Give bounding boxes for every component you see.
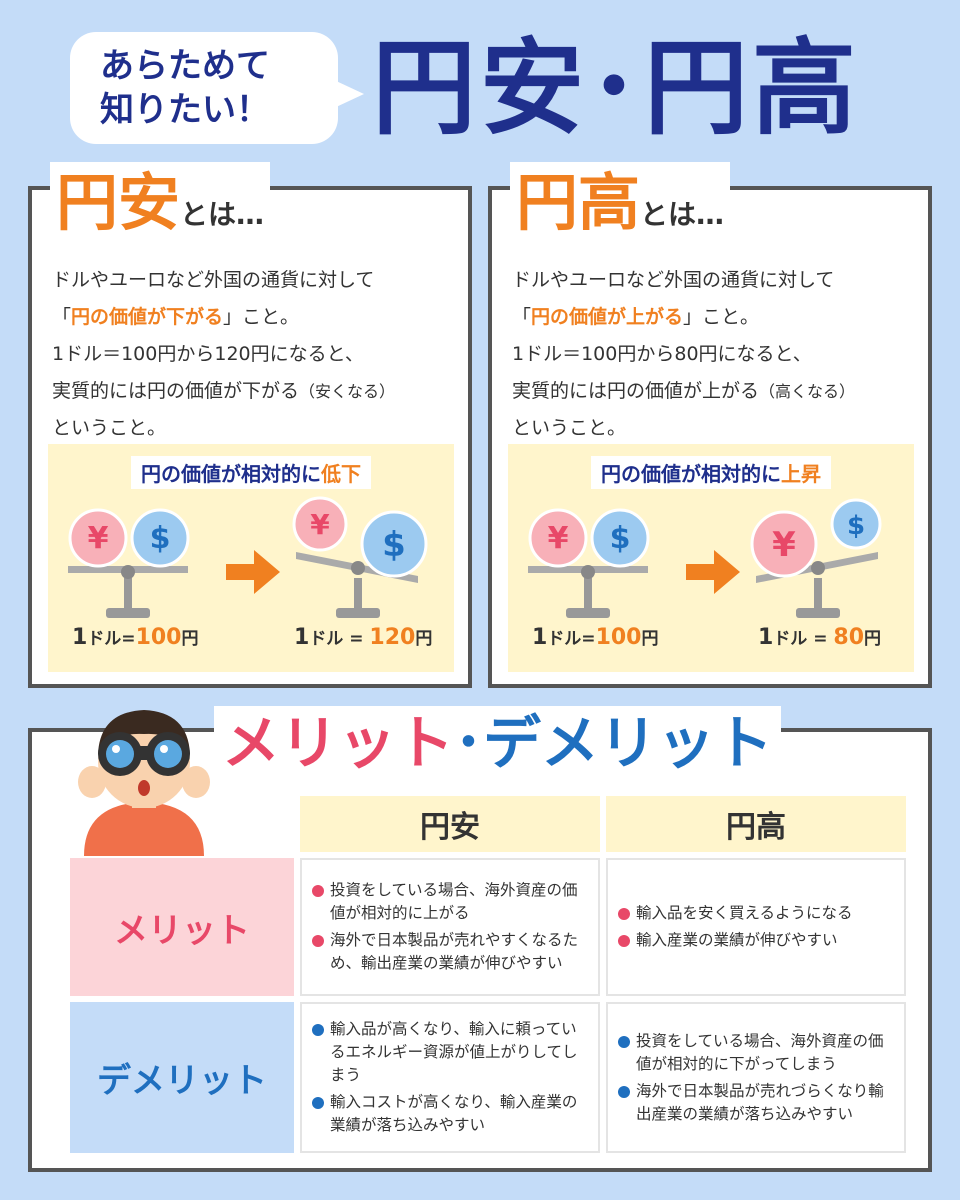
svg-text:$: $: [150, 521, 171, 556]
merits-section: メリット･デメリット 円安 円高 メリット 投資をしている場合、海外資産の価値が…: [28, 706, 932, 1172]
list-item: 輸入品を安く買えるようになる: [616, 902, 896, 925]
svg-text:$: $: [610, 521, 631, 556]
list-item: 海外で日本製品が売れやすくなるため、輸出産業の業績が伸びやすい: [310, 929, 590, 975]
column-header-yen-strong: 円高: [606, 796, 906, 852]
table-cell: 投資をしている場合、海外資産の価値が相対的に上がる 海外で日本製品が売れやすくな…: [300, 858, 600, 996]
table-cell: 輸入品を安く買えるようになる 輸入産業の業績が伸びやすい: [606, 858, 906, 996]
illustration-caption: 円の価値が相対的に上昇: [591, 456, 831, 489]
table-cell: 投資をしている場合、海外資産の価値が相対的に下がってしまう 海外で日本製品が売れ…: [606, 1002, 906, 1153]
illustration-caption: 円の価値が相対的に低下: [131, 456, 371, 489]
merits-table: 円安 円高 メリット 投資をしている場合、海外資産の価値が相対的に上がる 海外で…: [64, 790, 912, 1159]
rate-before: 1ドル=100円: [72, 625, 199, 650]
boy-with-binoculars-illustration: [78, 710, 210, 856]
list-item: 輸入産業の業績が伸びやすい: [616, 929, 896, 952]
svg-text:¥: ¥: [548, 521, 569, 556]
speech-bubble: あらためて 知りたい！: [70, 32, 364, 144]
yen-weak-illustration: ¥ $ ¥ $ 円の価値が相対的に低下 1ドル=100円 1ドル = 120円: [48, 444, 454, 672]
arrow-right-icon: [686, 550, 740, 594]
merits-title: メリット･デメリット: [214, 706, 782, 780]
svg-text:$: $: [382, 525, 406, 565]
arrow-right-icon: [226, 550, 280, 594]
row-header-demerit: デメリット: [70, 1002, 294, 1153]
list-item: 輸入コストが高くなり、輸入産業の業績が落ち込みやすい: [310, 1091, 590, 1137]
rate-after: 1ドル = 120円: [294, 625, 433, 650]
page-title: 円安･円高: [372, 27, 861, 149]
balance-scale-icon: ¥ $: [528, 508, 650, 618]
balance-scale-illustration: ¥ $ ¥ $: [68, 496, 428, 618]
bubble-line-2: 知りたい！: [100, 90, 270, 130]
list-item: 投資をしている場合、海外資産の価値が相対的に上がる: [310, 879, 590, 925]
list-item: 輸入品が高くなり、輸入に頼っているエネルギー資源が値上がりしてしまう: [310, 1018, 590, 1087]
balance-scale-illustration: ¥ $ ¥ $: [528, 498, 882, 618]
yen-strong-illustration: ¥ $ ¥ $ 円の価値が相対的に上昇 1ドル=100円 1ドル = 80円: [508, 444, 914, 672]
row-header-merit: メリット: [70, 858, 294, 996]
column-header-yen-weak: 円安: [300, 796, 600, 852]
balance-scale-icon: ¥ $: [292, 496, 428, 618]
svg-text:¥: ¥: [772, 525, 796, 565]
bubble-line-1: あらためて: [100, 46, 270, 86]
yen-weak-heading: 円安とは…: [50, 162, 271, 244]
list-item: 投資をしている場合、海外資産の価値が相対的に下がってしまう: [616, 1030, 896, 1076]
svg-text:$: $: [847, 511, 865, 541]
rate-before: 1ドル=100円: [532, 625, 659, 650]
rate-after: 1ドル = 80円: [758, 625, 882, 650]
yen-strong-heading: 円高とは…: [510, 162, 731, 244]
balance-scale-icon: ¥ $: [750, 498, 882, 618]
yen-strong-card: 円高とは… ドルやユーロなど外国の通貨に対して 「円の価値が上がる」こと。 1ド…: [488, 162, 932, 688]
svg-text:¥: ¥: [310, 508, 330, 541]
yen-weak-card: 円安とは… ドルやユーロなど外国の通貨に対して 「円の価値が下がる」こと。 1ド…: [28, 162, 472, 688]
svg-text:¥: ¥: [88, 521, 109, 556]
yen-strong-description: ドルやユーロなど外国の通貨に対して 「円の価値が上がる」こと。 1ドル＝100円…: [512, 269, 856, 439]
balance-scale-icon: ¥ $: [68, 508, 190, 618]
list-item: 海外で日本製品が売れづらくなり輸出産業の業績が落ち込みやすい: [616, 1080, 896, 1126]
table-cell: 輸入品が高くなり、輸入に頼っているエネルギー資源が値上がりしてしまう 輸入コスト…: [300, 1002, 600, 1153]
yen-weak-description: ドルやユーロなど外国の通貨に対して 「円の価値が下がる」こと。 1ドル＝100円…: [52, 269, 396, 439]
